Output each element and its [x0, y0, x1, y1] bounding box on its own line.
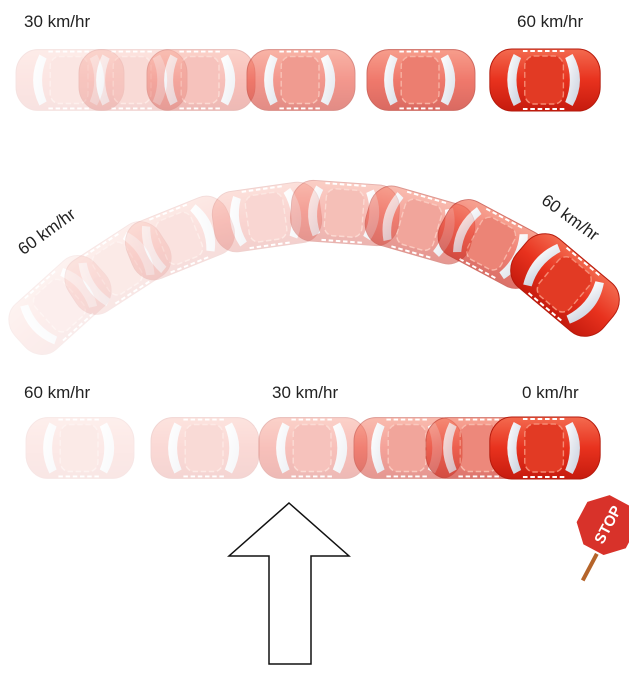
- row3-end-speed-label: 0 km/hr: [522, 383, 579, 403]
- car: [490, 49, 600, 111]
- car-ghost: [367, 50, 475, 111]
- row-deceleration-cars: [26, 417, 600, 479]
- row1-start-speed-label: 30 km/hr: [24, 12, 90, 32]
- car: [490, 417, 600, 479]
- car-ghost: [26, 418, 134, 479]
- car-ghost: [259, 418, 367, 479]
- row1-end-speed-label: 60 km/hr: [517, 12, 583, 32]
- car-ghost: [247, 50, 355, 111]
- row3-mid-speed-label: 30 km/hr: [272, 383, 338, 403]
- car-ghost: [151, 418, 259, 479]
- row-acceleration-cars: [16, 49, 600, 111]
- row3-start-speed-label: 60 km/hr: [24, 383, 90, 403]
- stop-sign-icon: STOP: [553, 486, 629, 592]
- car-ghost: [147, 50, 255, 111]
- up-arrow-icon: [229, 503, 349, 664]
- row-curve-cars: [0, 179, 629, 364]
